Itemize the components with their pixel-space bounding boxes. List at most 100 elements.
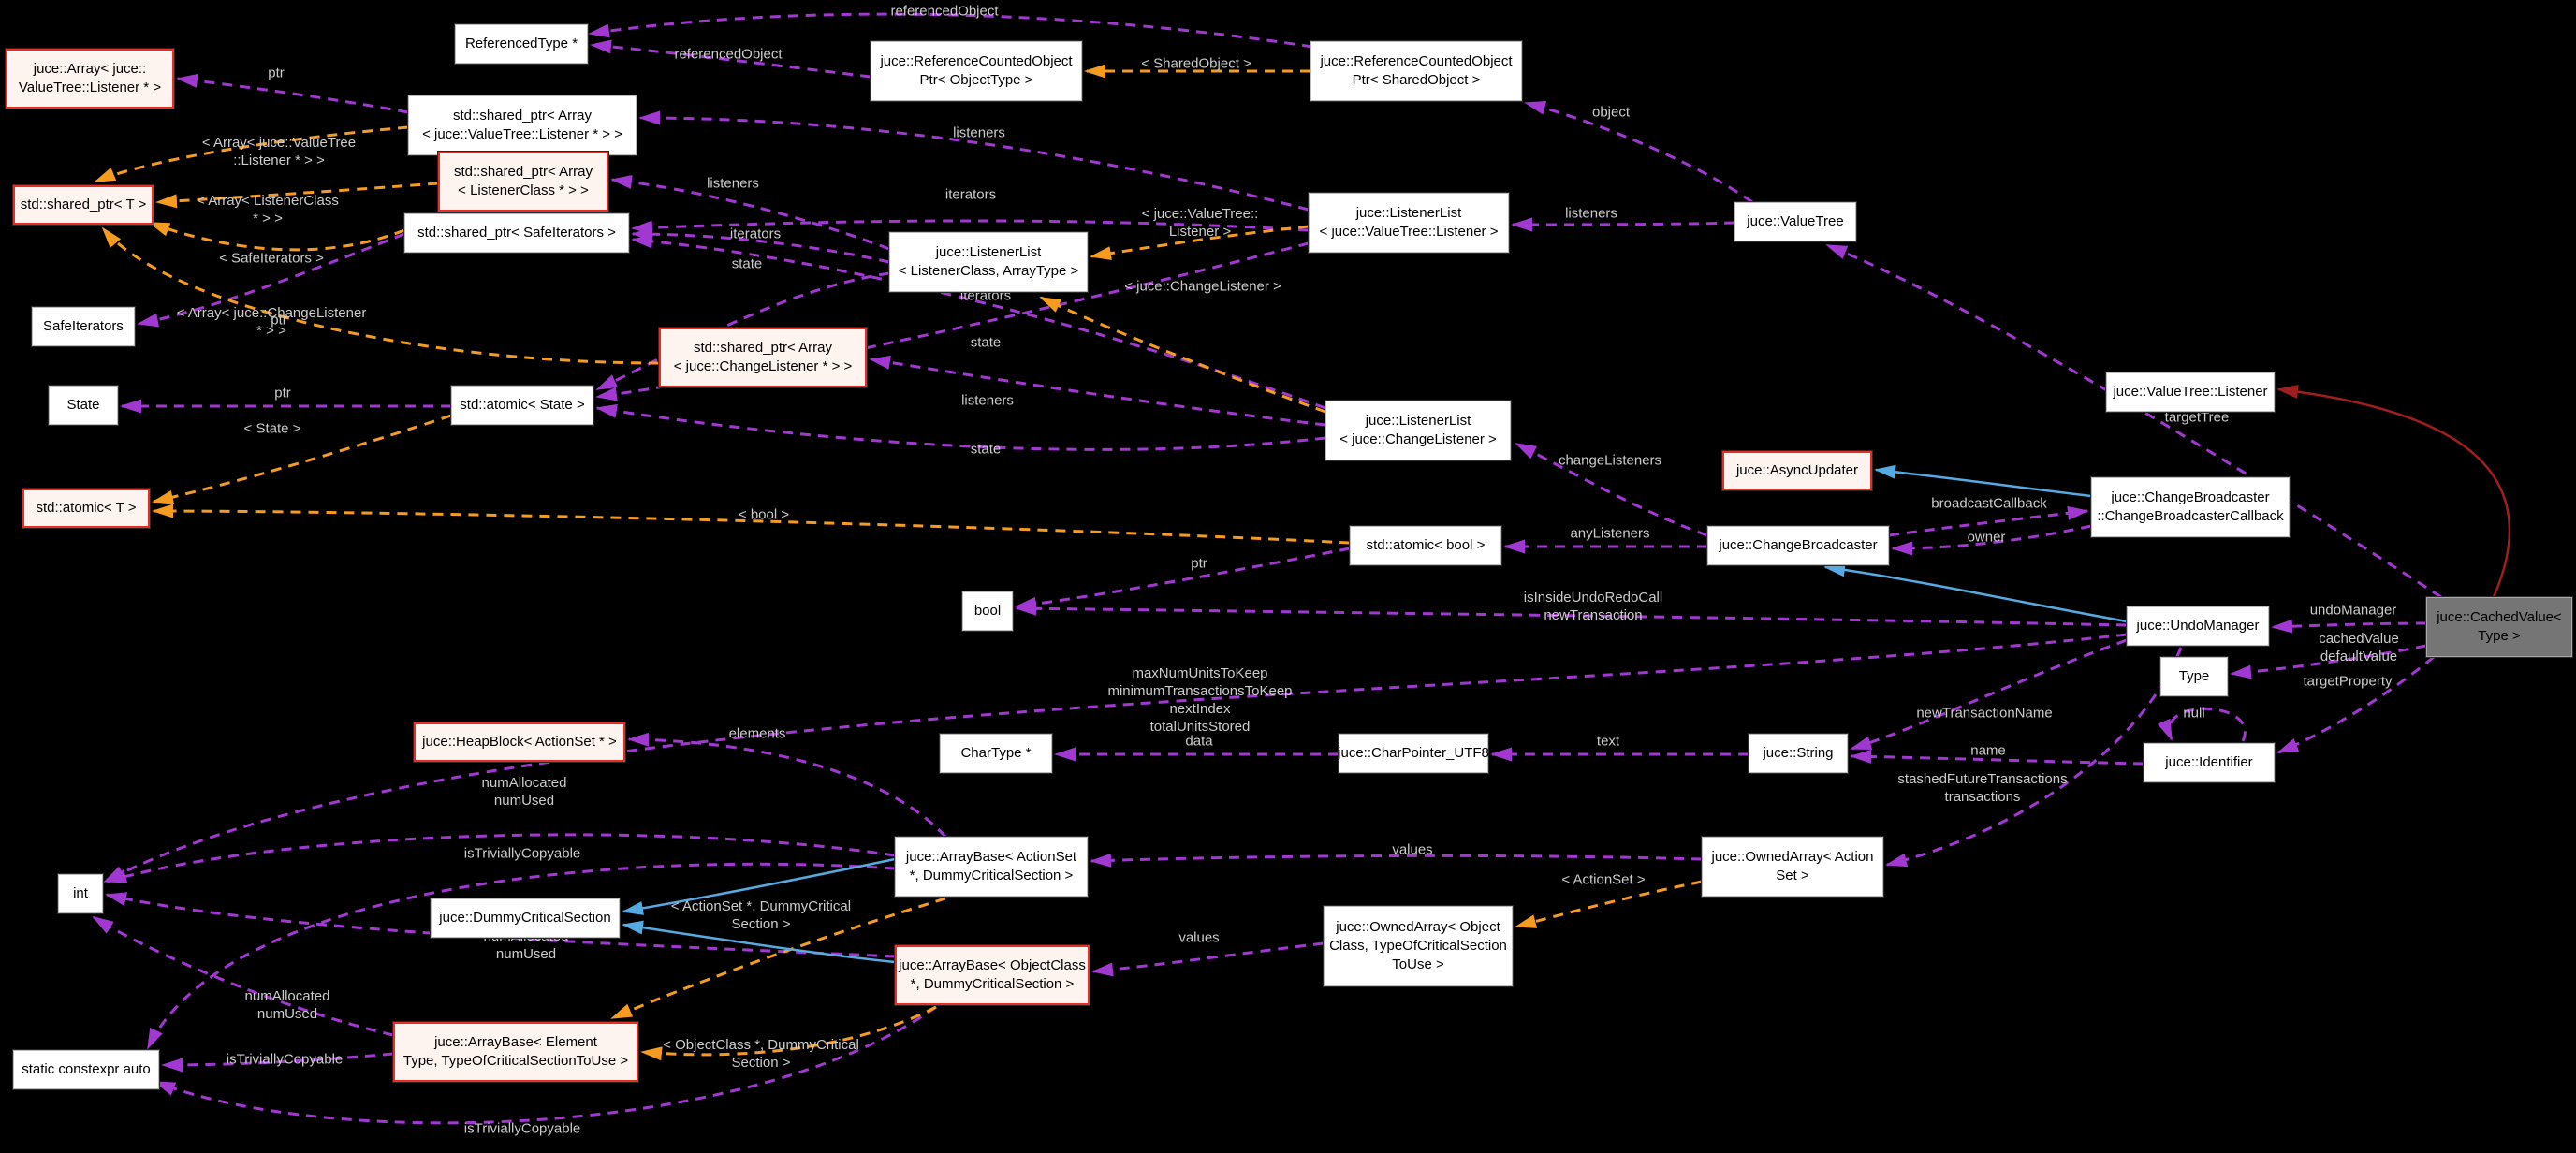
edge-label-identifier-to-string: name	[1970, 742, 2006, 759]
edge-label-undomanager-to-ownedarray-actionset: stashedFutureTransactions transactions	[1897, 771, 2068, 805]
node-chartype[interactable]: CharType *	[940, 734, 1052, 773]
node-listenerlist-generic[interactable]: juce::ListenerList < ListenerClass, Arra…	[889, 232, 1088, 292]
edge-atomic-state-to-atomic-t	[152, 414, 452, 504]
node-ownedarray-objectclass[interactable]: juce::OwnedArray< Object Class, TypeOfCr…	[1324, 906, 1513, 986]
node-arraybase-actionset[interactable]: juce::ArrayBase< ActionSet *, DummyCriti…	[895, 837, 1088, 897]
edge-label-atomic-bool-to-bool: ptr	[1191, 555, 1208, 572]
node-heapblock-actionset[interactable]: juce::HeapBlock< ActionSet * >	[414, 722, 625, 762]
node-identifier[interactable]: juce::Identifier	[2144, 743, 2275, 782]
edge-label-listenerlist-generic-to-atomic-state: state	[731, 255, 763, 272]
edge-label-rcop-sharedobject-to-rcop-objecttype: < SharedObject >	[1141, 55, 1251, 72]
edge-label-arraybase-objectclass-to-static-constexpr-auto: isTriviallyCopyable	[463, 1120, 581, 1137]
node-atomic-bool[interactable]: std::atomic< bool >	[1350, 526, 1501, 565]
node-valuetree[interactable]: juce::ValueTree	[1734, 202, 1856, 241]
edge-listenerlist-vt-listener-to-listenerlist-generic	[1090, 225, 1310, 261]
edge-changebroadcaster-to-changebroadcaster-callback	[1888, 505, 2089, 537]
node-safeiterators[interactable]: SafeIterators	[32, 307, 135, 346]
edge-arraybase-actionset-to-int	[105, 833, 896, 883]
edge-label-cachedvalue-to-valuetree: targetTree	[2164, 409, 2230, 426]
edge-listenerlist-vt-listener-to-sp-safeiterators	[631, 219, 1310, 235]
node-sp-array-changelistener[interactable]: std::shared_ptr< Array < juce::ChangeLis…	[659, 328, 867, 387]
node-string[interactable]: juce::String	[1749, 734, 1848, 773]
edge-label-sp-safeiterators-to-safeiterators: ptr	[271, 312, 287, 328]
node-dummycriticalsection[interactable]: juce::DummyCriticalSection	[431, 898, 620, 938]
edge-cachedvalue-to-valuetree	[1825, 243, 2442, 599]
node-asyncupdater[interactable]: juce::AsyncUpdater	[1722, 451, 1872, 490]
node-arraybase-element[interactable]: juce::ArrayBase< Element Type, TypeOfCri…	[393, 1022, 638, 1082]
node-changebroadcaster[interactable]: juce::ChangeBroadcaster	[1707, 526, 1889, 565]
node-sp-t[interactable]: std::shared_ptr< T >	[13, 185, 154, 225]
edge-sp-array-changelistener-to-sp-t	[101, 226, 660, 365]
edge-label-listenerlist-vt-listener-to-atomic-state: state	[970, 334, 1002, 351]
edge-listenerlist-changelistener-to-listenerlist-generic	[1039, 296, 1326, 414]
node-array-valuetree-listener[interactable]: juce::Array< juce:: ValueTree::Listener …	[6, 49, 174, 109]
edge-label-atomic-state-to-state: ptr	[274, 385, 291, 401]
edge-identifier-to-identifier	[2157, 707, 2247, 742]
edge-label-arraybase-actionset-to-int: numAllocated numUsed	[481, 775, 567, 809]
node-static-constexpr-auto[interactable]: static constexpr auto	[13, 1050, 159, 1089]
edge-label-listenerlist-changelistener-to-sp-array-changelistener: listeners	[961, 392, 1014, 409]
edge-listenerlist-vt-listener-to-sp-array-vt-listener	[638, 110, 1310, 212]
node-charpointer-utf8[interactable]: juce::CharPointer_UTF8	[1338, 734, 1489, 773]
node-atomic-t[interactable]: std::atomic< T >	[22, 489, 150, 528]
node-sp-array-listenerclass[interactable]: std::shared_ptr< Array < ListenerClass *…	[438, 152, 608, 212]
node-arraybase-objectclass[interactable]: juce::ArrayBase< ObjectClass *, DummyCri…	[895, 945, 1090, 1005]
edge-label-arraybase-objectclass-to-arraybase-element: < ObjectClass *, DummyCritical Section >	[663, 1037, 859, 1071]
node-valuetree-listener[interactable]: juce::ValueTree::Listener	[2106, 372, 2275, 412]
edge-arraybase-objectclass-to-static-constexpr-auto	[154, 1005, 937, 1125]
node-rcop-sharedobject[interactable]: juce::ReferenceCountedObject Ptr< Shared…	[1310, 41, 1522, 101]
node-listenerlist-vt-listener[interactable]: juce::ListenerList < juce::ValueTree::Li…	[1309, 193, 1509, 253]
node-state[interactable]: State	[49, 386, 118, 425]
edge-arraybase-actionset-to-static-constexpr-auto	[146, 862, 896, 1050]
edge-label-string-to-charpointer-utf8: text	[1596, 733, 1620, 750]
edge-undomanager-to-changebroadcaster	[1823, 562, 2128, 623]
edge-label-arraybase-actionset-to-static-constexpr-auto: isTriviallyCopyable	[463, 845, 581, 862]
edge-label-sp-array-vt-listener-to-array-valuetree-listener: ptr	[268, 65, 285, 81]
edge-label-listenerlist-generic-to-sp-safeiterators: iterators	[729, 226, 782, 242]
edge-cachedvalue-to-type	[2230, 644, 2427, 679]
edge-label-valuetree-to-rcop-sharedobject: object	[1591, 104, 1631, 121]
node-bool[interactable]: bool	[962, 591, 1013, 631]
edge-ownedarray-actionset-to-ownedarray-objectclass	[1515, 880, 1703, 928]
edge-valuetree-to-listenerlist-vt-listener	[1511, 217, 1735, 232]
edge-label-identifier-to-identifier: null	[2183, 705, 2205, 722]
edge-sp-array-vt-listener-to-sp-t	[94, 125, 409, 183]
edge-label-sp-safeiterators-to-sp-t: < SafeIterators >	[219, 250, 324, 267]
node-undomanager[interactable]: juce::UndoManager	[2127, 606, 2269, 646]
edge-label-sp-array-vt-listener-to-sp-t: < Array< juce::ValueTree ::Listener * > …	[201, 135, 357, 168]
edge-label-cachedvalue-to-undomanager: undoManager	[2309, 602, 2397, 619]
edge-ownedarray-objectclass-to-arraybase-objectclass	[1091, 941, 1325, 977]
edge-label-arraybase-actionset-to-arraybase-element: < ActionSet *, DummyCritical Section >	[670, 898, 852, 932]
edge-listenerlist-generic-to-sp-safeiterators	[631, 226, 890, 264]
edge-changebroadcaster-callback-to-changebroadcaster	[1891, 524, 2092, 556]
node-atomic-state[interactable]: std::atomic< State >	[451, 386, 593, 425]
edge-label-ownedarray-actionset-to-ownedarray-objectclass: < ActionSet >	[1561, 871, 1646, 888]
edge-label-listenerlist-generic-to-sp-array-listenerclass: listeners	[707, 175, 759, 192]
edge-undomanager-to-int	[103, 633, 2128, 883]
node-rcop-objecttype[interactable]: juce::ReferenceCountedObject Ptr< Object…	[871, 41, 1082, 101]
node-type[interactable]: Type	[2160, 657, 2228, 696]
edge-label-rcop-objecttype-to-referenced-type: referencedObject	[674, 46, 783, 63]
edge-listenerlist-generic-to-atomic-state	[595, 271, 890, 391]
edge-label-ownedarray-objectclass-to-arraybase-objectclass: values	[1178, 929, 1220, 946]
node-referenced-type[interactable]: ReferencedType *	[455, 24, 588, 64]
edge-label-changebroadcaster-to-atomic-bool: anyListeners	[1570, 525, 1650, 542]
node-int[interactable]: int	[58, 874, 103, 913]
node-ownedarray-actionset[interactable]: juce::OwnedArray< Action Set >	[1702, 837, 1883, 897]
node-sp-array-vt-listener[interactable]: std::shared_ptr< Array < juce::ValueTree…	[408, 95, 637, 155]
node-changebroadcaster-callback[interactable]: juce::ChangeBroadcaster ::ChangeBroadcas…	[2091, 477, 2290, 537]
edge-label-arraybase-actionset-to-heapblock-actionset: elements	[728, 725, 786, 742]
node-listenerlist-changelistener[interactable]: juce::ListenerList < juce::ChangeListene…	[1325, 401, 1511, 460]
edge-label-changebroadcaster-callback-to-changebroadcaster: owner	[1967, 529, 2006, 546]
node-sp-safeiterators[interactable]: std::shared_ptr< SafeIterators >	[404, 213, 629, 253]
edge-sp-array-vt-listener-to-array-valuetree-listener	[176, 73, 409, 114]
edge-listenerlist-vt-listener-to-atomic-state	[595, 241, 1310, 401]
edge-label-changebroadcaster-to-listenerlist-changelistener: changeListeners	[1558, 452, 1662, 469]
edge-label-charpointer-utf8-to-chartype: data	[1185, 733, 1213, 750]
edge-arraybase-actionset-to-heapblock-actionset	[627, 732, 947, 839]
node-cachedvalue[interactable]: juce::CachedValue< Type >	[2426, 597, 2572, 657]
edge-changebroadcaster-callback-to-asyncupdater	[1874, 464, 2092, 498]
edge-label-atomic-bool-to-atomic-t: < bool >	[738, 506, 790, 523]
edge-rcop-sharedobject-to-referenced-type	[588, 12, 1313, 49]
